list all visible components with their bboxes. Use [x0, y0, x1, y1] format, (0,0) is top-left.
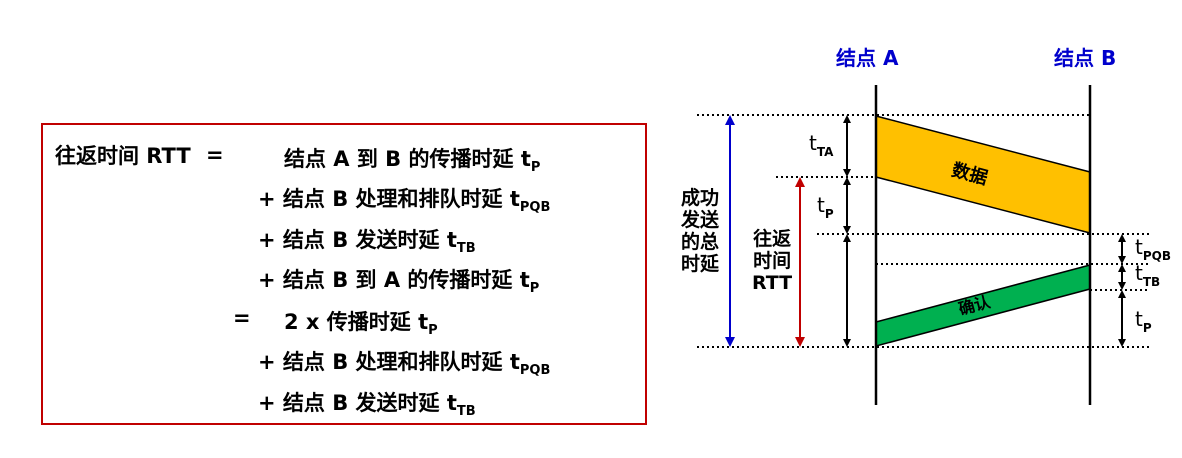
- formula-term-2x-propagation: 2 x 传播时延 tP: [284, 310, 438, 338]
- guide-lines: [697, 114, 1150, 348]
- total-delay-label: 成功 发送 的总 时延: [681, 187, 720, 275]
- formula-equals-1: =: [206, 143, 224, 167]
- formula-term-b-transmission: + 结点 B 发送时延 tTB: [258, 228, 476, 256]
- node-a-label: 结点 A: [836, 46, 899, 70]
- formula-term-b-processing: + 结点 B 处理和排队时延 tPQB: [258, 187, 551, 215]
- rtt-formula-box: [41, 123, 647, 425]
- tp-label-right: tP: [1135, 307, 1152, 335]
- formula-term-b-to-a-propagation: + 结点 B 到 A 的传播时延 tP: [258, 268, 540, 296]
- formula-term-a-to-b-propagation: 结点 A 到 B 的传播时延 tP: [284, 147, 541, 175]
- tpqb-label: tPQB: [1135, 235, 1171, 263]
- node-b-label: 结点 B: [1054, 46, 1117, 70]
- rtt-label: 往返 时间 RTT: [752, 228, 793, 294]
- formula-term-b-processing-2: + 结点 B 处理和排队时延 tPQB: [258, 350, 551, 378]
- tta-label: tTA: [809, 131, 834, 159]
- formula-term-b-transmission-2: + 结点 B 发送时延 tTB: [258, 391, 476, 419]
- formula-lhs: 往返时间 RTT: [55, 144, 191, 168]
- formula-equals-2: =: [233, 306, 251, 330]
- ttb-label: tTB: [1135, 261, 1161, 289]
- tp-label-left: tP: [817, 193, 834, 221]
